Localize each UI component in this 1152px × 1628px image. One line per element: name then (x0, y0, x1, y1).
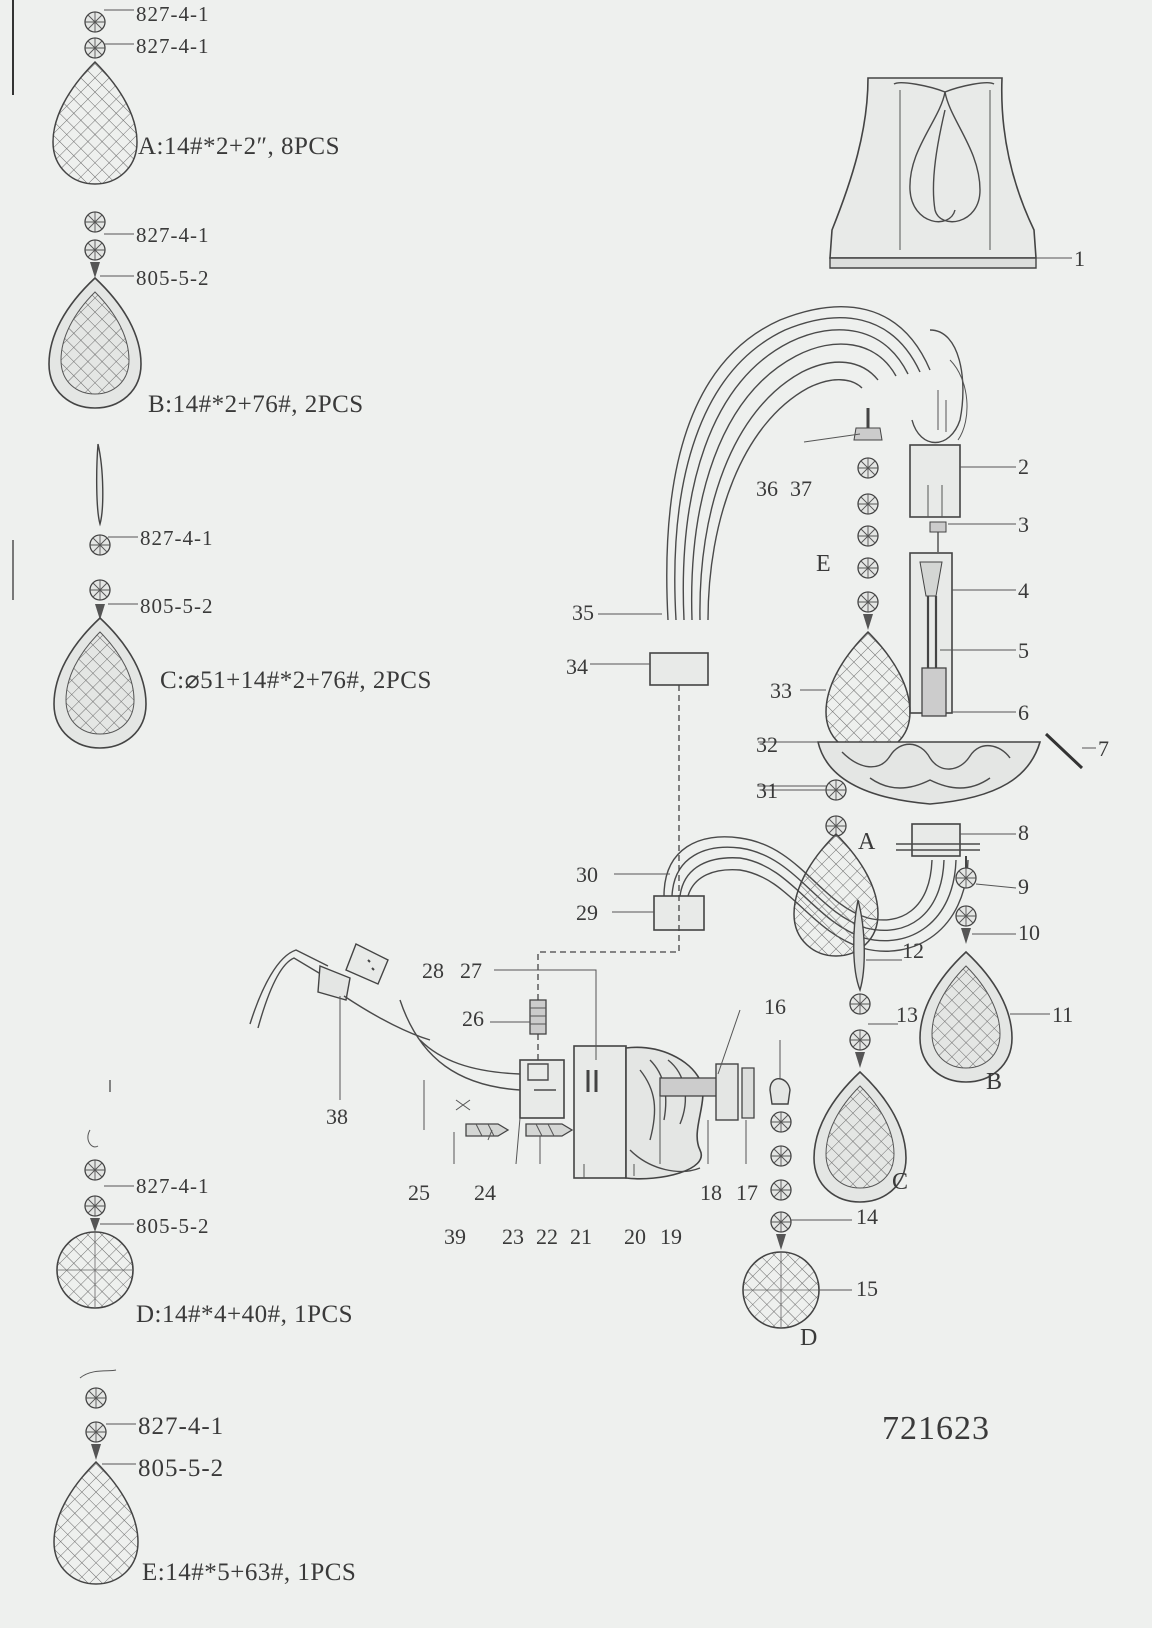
part-number-13: 13 (896, 1002, 918, 1027)
kit-d-part-2: 805-5-2 (136, 1214, 210, 1238)
kit-b-drawing (48, 211, 142, 409)
wall-mount (399, 969, 755, 1180)
kit-d-drawing (56, 1080, 134, 1309)
part-number-6: 6 (1018, 700, 1029, 725)
kit-e-part-2: 805-5-2 (138, 1455, 225, 1482)
pendant-letter-c: C (892, 1169, 909, 1195)
pendant-d (742, 1040, 852, 1329)
power-switch-cable (249, 943, 431, 1100)
part-number-30: 30 (576, 862, 598, 887)
part-number-33: 33 (770, 678, 792, 703)
part-number-31: 31 (756, 778, 778, 803)
part-number-12: 12 (902, 938, 924, 963)
pendant-letter-e: E (816, 551, 831, 577)
kit-c-drawing (53, 443, 147, 749)
part-number-39: 39 (444, 1224, 466, 1249)
wire-route (537, 685, 680, 1060)
part-number-27: 27 (460, 958, 482, 983)
pendant-letter-a: A (858, 829, 876, 855)
part-number-32: 32 (756, 732, 778, 757)
candle-holder (909, 444, 1016, 717)
part-number-37: 37 (790, 476, 812, 501)
kit-a-part-2: 827-4-1 (136, 34, 210, 58)
part-number-11: 11 (1052, 1002, 1074, 1027)
kit-e-drawing (53, 1369, 139, 1585)
part-number-22: 22 (536, 1224, 558, 1249)
kit-b-part-2: 805-5-2 (136, 266, 210, 290)
part-number-4: 4 (1018, 578, 1029, 603)
part-number-35: 35 (572, 600, 594, 625)
part-number-9: 9 (1018, 874, 1029, 899)
kit-e-part-1: 827-4-1 (138, 1413, 225, 1440)
kit-b-part-1: 827-4-1 (136, 223, 210, 247)
part-number-23: 23 (502, 1224, 524, 1249)
part-number-1: 1 (1074, 246, 1085, 271)
model-number: 721623 (882, 1410, 990, 1447)
cup-holder (896, 823, 1016, 857)
bobeche-cup (758, 732, 1096, 805)
part-number-26: 26 (462, 1006, 484, 1031)
lamp-shade (829, 77, 1072, 269)
pendant-c (813, 899, 907, 1203)
part-number-28: 28 (422, 958, 444, 983)
part-number-8: 8 (1018, 820, 1029, 845)
part-number-10: 10 (1018, 920, 1040, 945)
part-number-17: 17 (736, 1180, 758, 1205)
part-number-16: 16 (764, 994, 786, 1019)
arm-sleeve (649, 652, 709, 686)
kit-c-caption: C:⌀51+14#*2+76#, 2PCS (160, 667, 432, 694)
kit-b-caption: B:14#*2+76#, 2PCS (148, 391, 364, 418)
part-number-19: 19 (660, 1224, 682, 1249)
part-number-15: 15 (856, 1276, 878, 1301)
part-number-14: 14 (856, 1204, 878, 1229)
part-number-36: 36 (756, 476, 778, 501)
pendant-letter-b: B (986, 1069, 1003, 1095)
kit-e-caption: E:14#*5+63#, 1PCS (142, 1559, 357, 1586)
pendant-letter-d: D (800, 1325, 818, 1351)
part-number-38: 38 (326, 1104, 348, 1129)
kit-a-part-1: 827-4-1 (136, 2, 210, 26)
part-number-21: 21 (570, 1224, 592, 1249)
part-number-18: 18 (700, 1180, 722, 1205)
kit-a-caption: A:14#*2+2″, 8PCS (138, 133, 340, 160)
part-number-24: 24 (474, 1180, 496, 1205)
pendant-b (919, 856, 1050, 1083)
part-number-34: 34 (566, 654, 588, 679)
arm-joint (653, 895, 705, 931)
part-number-7: 7 (1098, 736, 1109, 761)
pendant-a (760, 779, 879, 957)
part-number-3: 3 (1018, 512, 1029, 537)
kit-c-part-2: 805-5-2 (140, 594, 214, 618)
upper-arm (666, 306, 968, 621)
part-number-2: 2 (1018, 454, 1029, 479)
kit-d-caption: D:14#*4+40#, 1PCS (136, 1301, 354, 1328)
kit-c-part-1: 827-4-1 (140, 526, 214, 550)
part-number-5: 5 (1018, 638, 1029, 663)
kit-a-drawing (52, 9, 138, 185)
part-number-20: 20 (624, 1224, 646, 1249)
part-number-29: 29 (576, 900, 598, 925)
pendant-e (800, 408, 911, 755)
kit-d-part-1: 827-4-1 (136, 1174, 210, 1198)
part-number-25: 25 (408, 1180, 430, 1205)
